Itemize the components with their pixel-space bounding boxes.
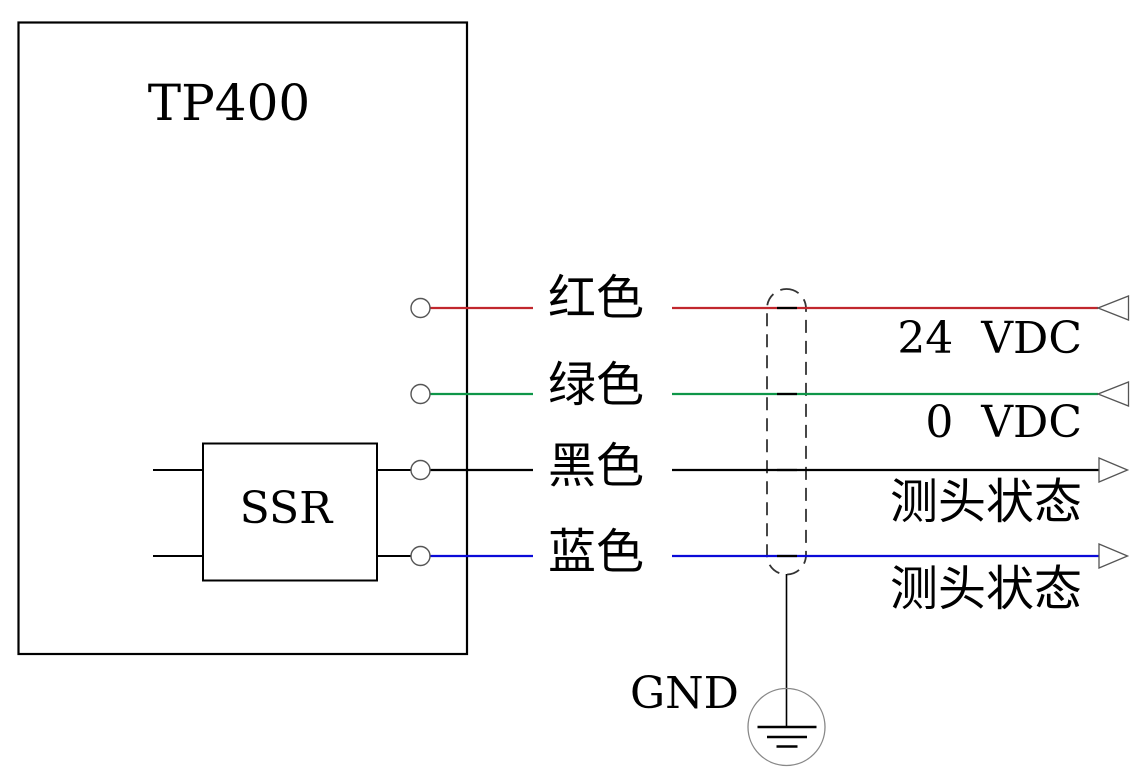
terminal-circle-red: [410, 297, 431, 319]
terminal-label-probe-status-2: 测头状态: [889, 563, 1082, 616]
wire-label-green: 绿色: [547, 359, 644, 412]
wire-label-red: 红色: [547, 272, 644, 325]
device-box: [17, 21, 469, 656]
terminal-label-probe-status-1: 测头状态: [889, 476, 1082, 529]
cable-shield-outline: [766, 288, 807, 576]
wire-label-black: 黑色: [547, 440, 644, 493]
arrow-left-icon-red: [1096, 295, 1130, 321]
ground-symbol-circle: [747, 687, 826, 767]
wire-label-blue: 蓝色: [547, 526, 644, 579]
ssr-box: [202, 442, 378, 582]
ground-label: GND: [630, 668, 739, 719]
arrow-right-icon-blue: [1098, 543, 1130, 569]
terminal-circle-blue: [410, 545, 431, 567]
terminal-label-24vdc: 24 VDC: [897, 313, 1082, 364]
terminal-label-0vdc: 0 VDC: [925, 397, 1082, 448]
terminal-circle-black: [410, 459, 431, 481]
arrow-left-icon-green: [1096, 381, 1130, 407]
arrow-right-icon-black: [1098, 457, 1130, 483]
terminal-circle-green: [410, 383, 431, 405]
ssr-label: SSR: [239, 483, 333, 534]
device-label: TP400: [147, 74, 311, 132]
